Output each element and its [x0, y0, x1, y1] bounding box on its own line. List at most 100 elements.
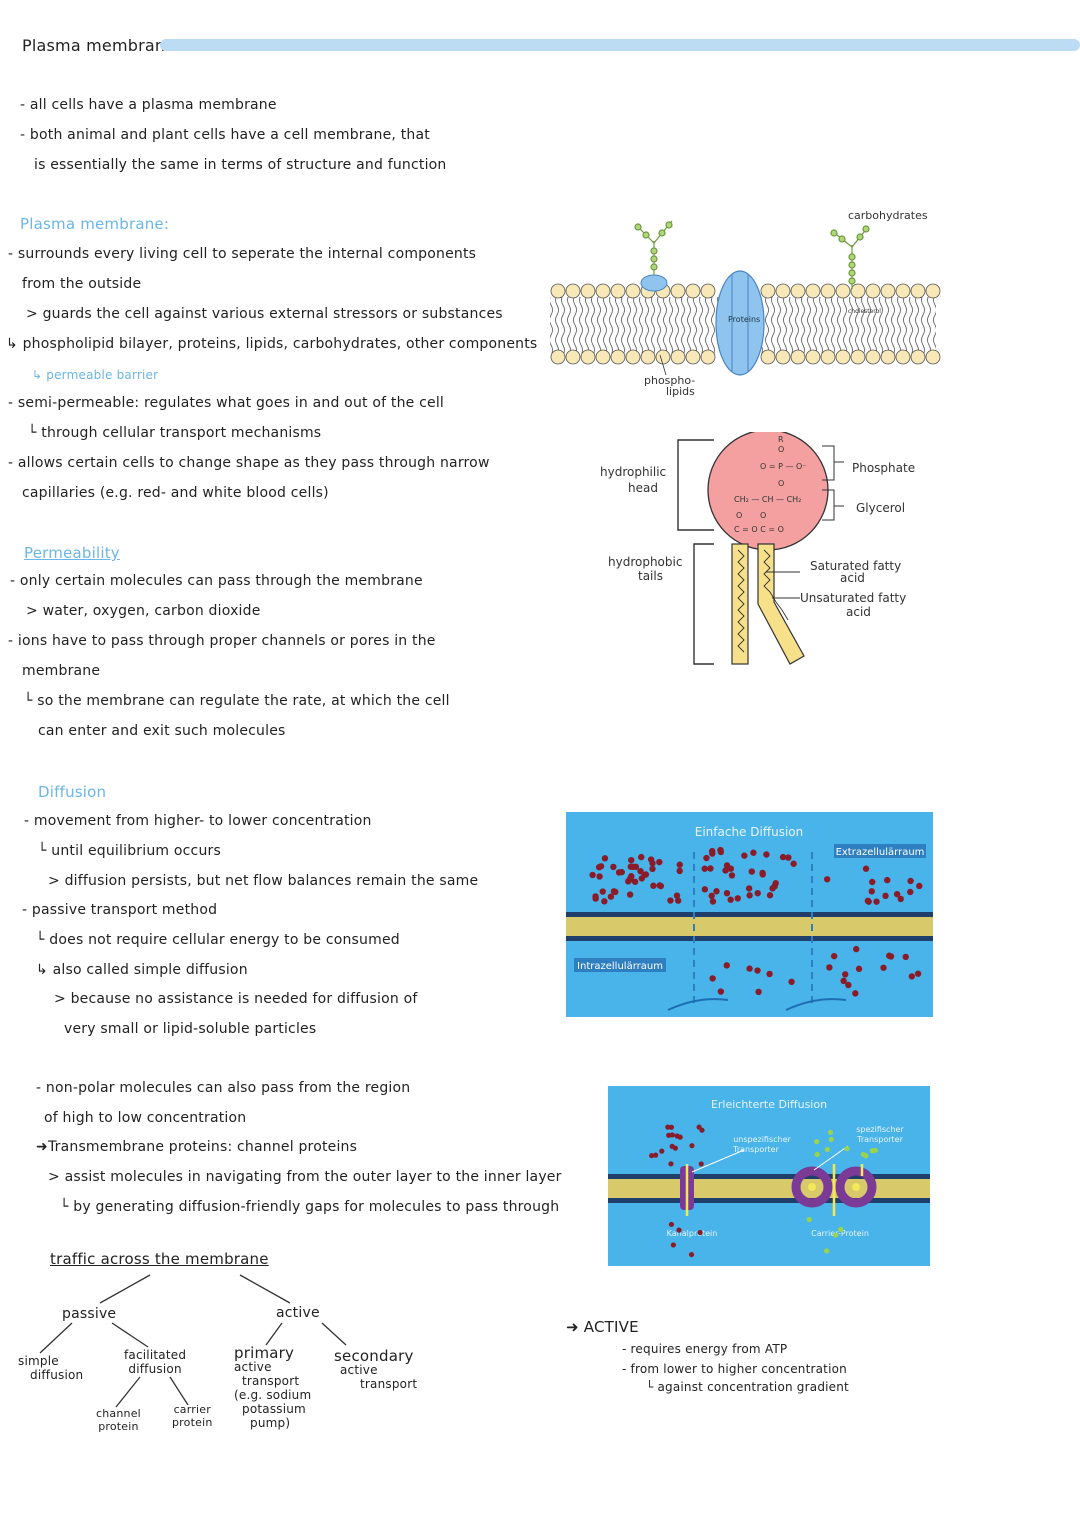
np-line-3-row: ➜Transmembrane proteins: channel protein… — [36, 1138, 357, 1156]
label-glycerol: Glycerol — [856, 501, 905, 515]
dot — [880, 283, 896, 299]
dot — [840, 977, 847, 985]
dot — [672, 1145, 678, 1151]
label-saturated-2: acid — [840, 571, 865, 585]
dot — [655, 349, 671, 365]
dot — [766, 970, 773, 978]
tree-facilitated: facilitated diffusion — [124, 1348, 186, 1376]
dot — [820, 349, 836, 365]
dot — [728, 872, 736, 879]
dot — [610, 283, 626, 299]
diff-line-6: also called simple diffusion — [52, 962, 248, 978]
dot — [628, 873, 635, 880]
perm-line-5: so the membrane can regulate the rate, a… — [37, 693, 450, 709]
dot — [760, 349, 776, 365]
dot — [595, 349, 611, 365]
active-line-1: - requires energy from ATP — [622, 1342, 788, 1356]
dot — [746, 892, 753, 899]
dot — [872, 1147, 878, 1153]
dot — [748, 868, 756, 875]
dot — [674, 897, 682, 904]
label-intracellular: Intrazellulärraum — [577, 961, 663, 972]
dot — [727, 865, 734, 872]
tree-facilitated-1: facilitated — [124, 1348, 187, 1362]
diff-line-4: - passive transport method — [22, 902, 218, 918]
dot — [785, 854, 792, 861]
dot — [838, 1226, 844, 1232]
dot — [565, 349, 581, 365]
dot — [649, 1153, 655, 1159]
dot — [670, 283, 686, 299]
dot — [759, 871, 766, 878]
np-line-3: Transmembrane proteins: channel proteins — [47, 1139, 358, 1155]
label-extracellular: Extrazellulärraum — [836, 847, 925, 858]
dot — [580, 349, 596, 365]
dot — [597, 863, 605, 870]
carbohydrate-chain-right — [830, 225, 870, 289]
dot — [745, 885, 753, 892]
dot — [790, 860, 797, 867]
facilitated-diffusion-diagram: Erleichterte Diffusion unspezifischer Tr… — [608, 1086, 930, 1266]
dot — [775, 349, 791, 365]
peripheral-protein — [640, 274, 668, 292]
phospholipid-figure: R O O = P — O⁻ O CH₂ — CH — CH₂ O O C = … — [600, 432, 915, 665]
tree-primary-5: potassium — [242, 1402, 306, 1416]
membrane-figure: carbohydrates Proteins cholesterol phosp… — [550, 209, 941, 398]
dot — [835, 349, 851, 365]
dot — [668, 1124, 675, 1130]
label-specific-2: Transporter — [856, 1135, 903, 1144]
dot — [615, 869, 623, 876]
dot — [828, 1136, 834, 1143]
dot — [601, 898, 608, 905]
tree-passive: passive — [62, 1306, 117, 1322]
tree-secondary: secondary active transport — [334, 1349, 418, 1392]
dot — [709, 898, 717, 905]
dot — [685, 349, 701, 365]
dot — [741, 852, 748, 859]
tree-primary: primary active transport (e.g. sodium po… — [234, 1346, 311, 1431]
pm-line-2: from the outside — [22, 276, 142, 292]
dot — [850, 283, 866, 299]
dot — [565, 283, 581, 299]
dot — [656, 882, 663, 889]
label-saturated-1: Saturated fatty — [810, 559, 901, 573]
intro-line-3: is essentially the same in terms of stru… — [34, 157, 447, 173]
dot — [653, 1152, 659, 1158]
np-line-5-row: └ by generating diffusion-friendly gaps … — [60, 1198, 559, 1216]
dot — [852, 990, 859, 997]
corner-arrow-icon: └ — [36, 932, 50, 948]
dot — [649, 860, 656, 867]
dot — [610, 863, 617, 871]
dot — [601, 855, 609, 862]
dot — [676, 1227, 682, 1233]
tree-simple: simple diffusion — [18, 1354, 83, 1382]
pm-line-6: - semi-permeable: regulates what goes in… — [8, 395, 445, 411]
dot — [698, 1161, 704, 1167]
dot — [717, 846, 724, 854]
dot — [925, 349, 941, 365]
tree-secondary-3: transport — [360, 1377, 418, 1391]
dot — [805, 283, 821, 299]
dot — [667, 897, 674, 904]
dot — [670, 1242, 676, 1248]
dot — [626, 891, 634, 898]
intro-line-1: - all cells have a plasma membrane — [20, 97, 277, 113]
dot — [790, 349, 806, 365]
dot — [649, 865, 656, 873]
dot — [666, 1132, 672, 1138]
dot — [826, 964, 833, 971]
dot — [833, 1232, 839, 1238]
dot — [805, 349, 821, 365]
dot — [688, 1251, 695, 1258]
label-hydrophilic-1: hydrophilic — [600, 465, 666, 479]
label-cholesterol: cholesterol — [848, 308, 881, 315]
dot — [668, 1221, 675, 1228]
perm-line-5-row: └ so the membrane can regulate the rate,… — [24, 692, 450, 710]
dot — [779, 853, 787, 861]
dot — [914, 970, 922, 977]
dot — [689, 1143, 695, 1149]
dot — [550, 349, 566, 365]
dot — [853, 945, 860, 953]
dot — [863, 1153, 869, 1159]
section-heading-plasma-membrane: Plasma membrane: — [20, 215, 170, 233]
